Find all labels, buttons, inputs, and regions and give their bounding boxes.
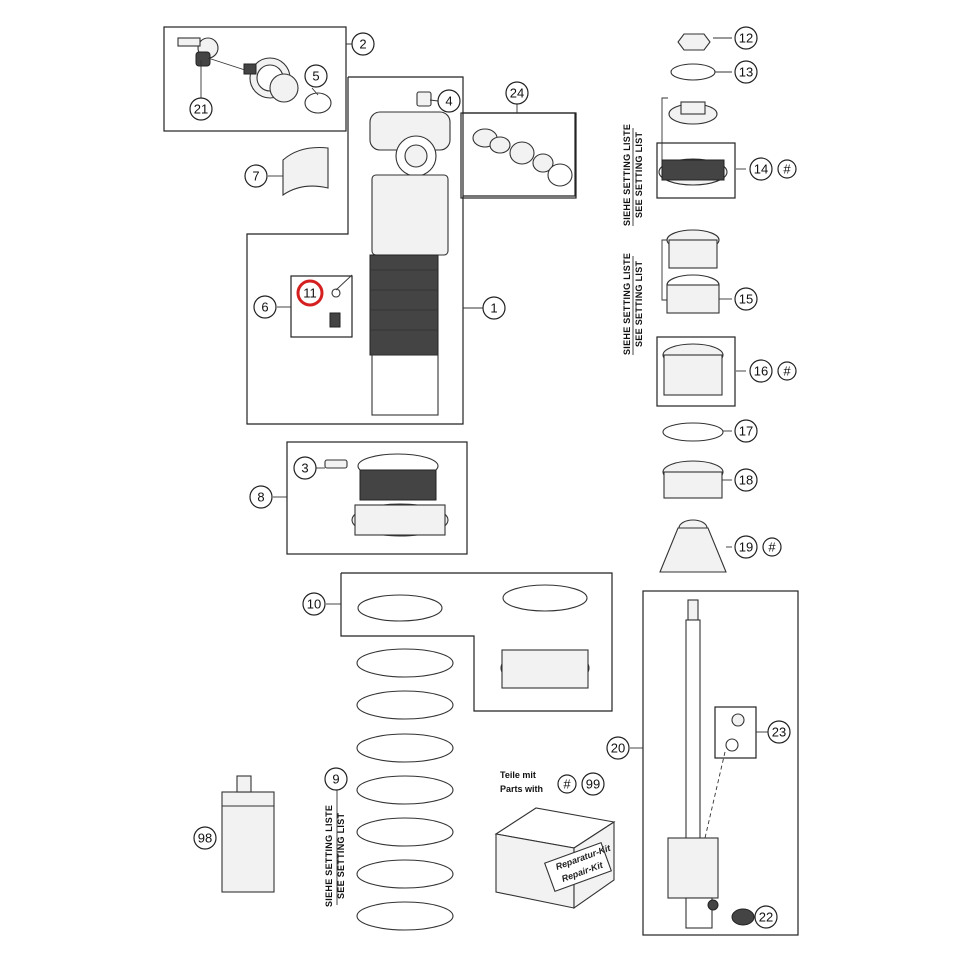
svg-text:#: # [768, 540, 776, 555]
svg-text:#: # [783, 162, 791, 177]
svg-text:99: 99 [586, 777, 600, 792]
spring-washer-drawing [357, 584, 590, 689]
svg-text:16: 16 [754, 364, 768, 379]
piston-rod-drawing [667, 599, 755, 929]
setting-list-note-lower-de: SIEHE SETTING LISTE [622, 253, 632, 355]
svg-text:#: # [783, 364, 791, 379]
seal-kit-drawing [472, 128, 573, 187]
parts-with-note-en: Parts with [500, 784, 543, 794]
callout-10: 10 [302, 592, 326, 616]
group-box-23 [714, 706, 757, 759]
svg-text:19: 19 [739, 540, 753, 555]
callout-20: 20 [606, 736, 630, 760]
callout-6: 6 [253, 295, 277, 319]
callout-11-highlighted: 11 [296, 279, 324, 307]
svg-text:13: 13 [739, 65, 753, 80]
svg-text:8: 8 [257, 490, 264, 505]
callout-19: 19 [734, 535, 758, 559]
repair-kit-box-drawing [494, 807, 616, 910]
callout-12: 12 [734, 26, 758, 50]
svg-text:6: 6 [261, 300, 268, 315]
hash-badge-14: # [777, 159, 797, 179]
setting-list-note-spring-en: SEE SETTING LIST [336, 812, 346, 899]
coil-spring-drawing [356, 648, 454, 931]
svg-text:20: 20 [611, 741, 625, 756]
callout-15: 15 [734, 287, 758, 311]
svg-text:5: 5 [312, 69, 319, 84]
oil-can-drawing [221, 775, 275, 893]
svg-text:7: 7 [252, 169, 259, 184]
callout-3: 3 [293, 456, 317, 480]
svg-text:21: 21 [194, 102, 208, 117]
bleed-cap-drawing [416, 91, 432, 107]
svg-text:9: 9 [332, 772, 339, 787]
callout-4: 4 [437, 89, 461, 113]
setting-list-note-upper-de: SIEHE SETTING LISTE [622, 124, 632, 226]
hash-badge-19: # [762, 537, 782, 557]
setting-list-note-upper-en: SEE SETTING LIST [634, 131, 644, 218]
svg-text:4: 4 [445, 94, 452, 109]
hash-badge-99: # [557, 774, 577, 794]
callout-2: 2 [351, 32, 375, 56]
group-box-20 [642, 590, 799, 936]
leader-lines [200, 37, 768, 918]
group-box-6 [290, 275, 353, 338]
group-box-24 [460, 112, 577, 199]
piston-rod-stack-drawing [658, 33, 728, 573]
svg-text:3: 3 [301, 461, 308, 476]
hash-badge-16: # [777, 361, 797, 381]
callout-17: 17 [734, 419, 758, 443]
callout-9: 9 [324, 767, 348, 791]
callout-99: 99 [581, 772, 605, 796]
shock-body-drawing [369, 111, 451, 416]
callout-13: 13 [734, 60, 758, 84]
callout-21: 21 [189, 97, 213, 121]
group-box-14 [656, 142, 736, 199]
svg-text:22: 22 [759, 910, 773, 925]
svg-text:12: 12 [739, 31, 753, 46]
svg-text:10: 10 [307, 597, 321, 612]
svg-text:17: 17 [739, 424, 753, 439]
callout-18: 18 [734, 468, 758, 492]
callout-8: 8 [249, 485, 273, 509]
svg-text:11: 11 [303, 286, 317, 301]
parts-with-note-de: Teile mit [500, 770, 536, 780]
callout-5: 5 [304, 64, 328, 88]
adjuster-assembly-drawing [177, 37, 332, 114]
callout-14: 14 [749, 157, 773, 181]
protection-sleeve-drawing [282, 146, 329, 197]
callout-98: 98 [193, 826, 217, 850]
svg-text:98: 98 [198, 831, 212, 846]
callout-7: 7 [244, 164, 268, 188]
group-box-8 [286, 441, 468, 555]
setting-list-bracket-upper [661, 97, 668, 171]
valve-drawing [329, 288, 341, 328]
svg-text:23: 23 [772, 725, 786, 740]
setting-list-bracket-lower [661, 239, 668, 301]
svg-text:24: 24 [510, 86, 524, 101]
setting-list-note-spring-de: SIEHE SETTING LISTE [324, 805, 334, 907]
callout-1: 1 [482, 296, 506, 320]
group-box-16 [656, 336, 736, 407]
spring-adjuster-drawing [324, 453, 449, 537]
svg-text:15: 15 [739, 292, 753, 307]
svg-text:2: 2 [359, 37, 366, 52]
svg-text:1: 1 [490, 301, 497, 316]
svg-text:14: 14 [754, 162, 768, 177]
callout-24: 24 [505, 81, 529, 105]
callout-16: 16 [749, 359, 773, 383]
group-box-10 [340, 572, 613, 712]
callout-22: 22 [754, 905, 778, 929]
callout-23: 23 [767, 720, 791, 744]
svg-text:#: # [563, 777, 571, 792]
svg-text:18: 18 [739, 473, 753, 488]
setting-list-note-lower-en: SEE SETTING LIST [634, 260, 644, 347]
